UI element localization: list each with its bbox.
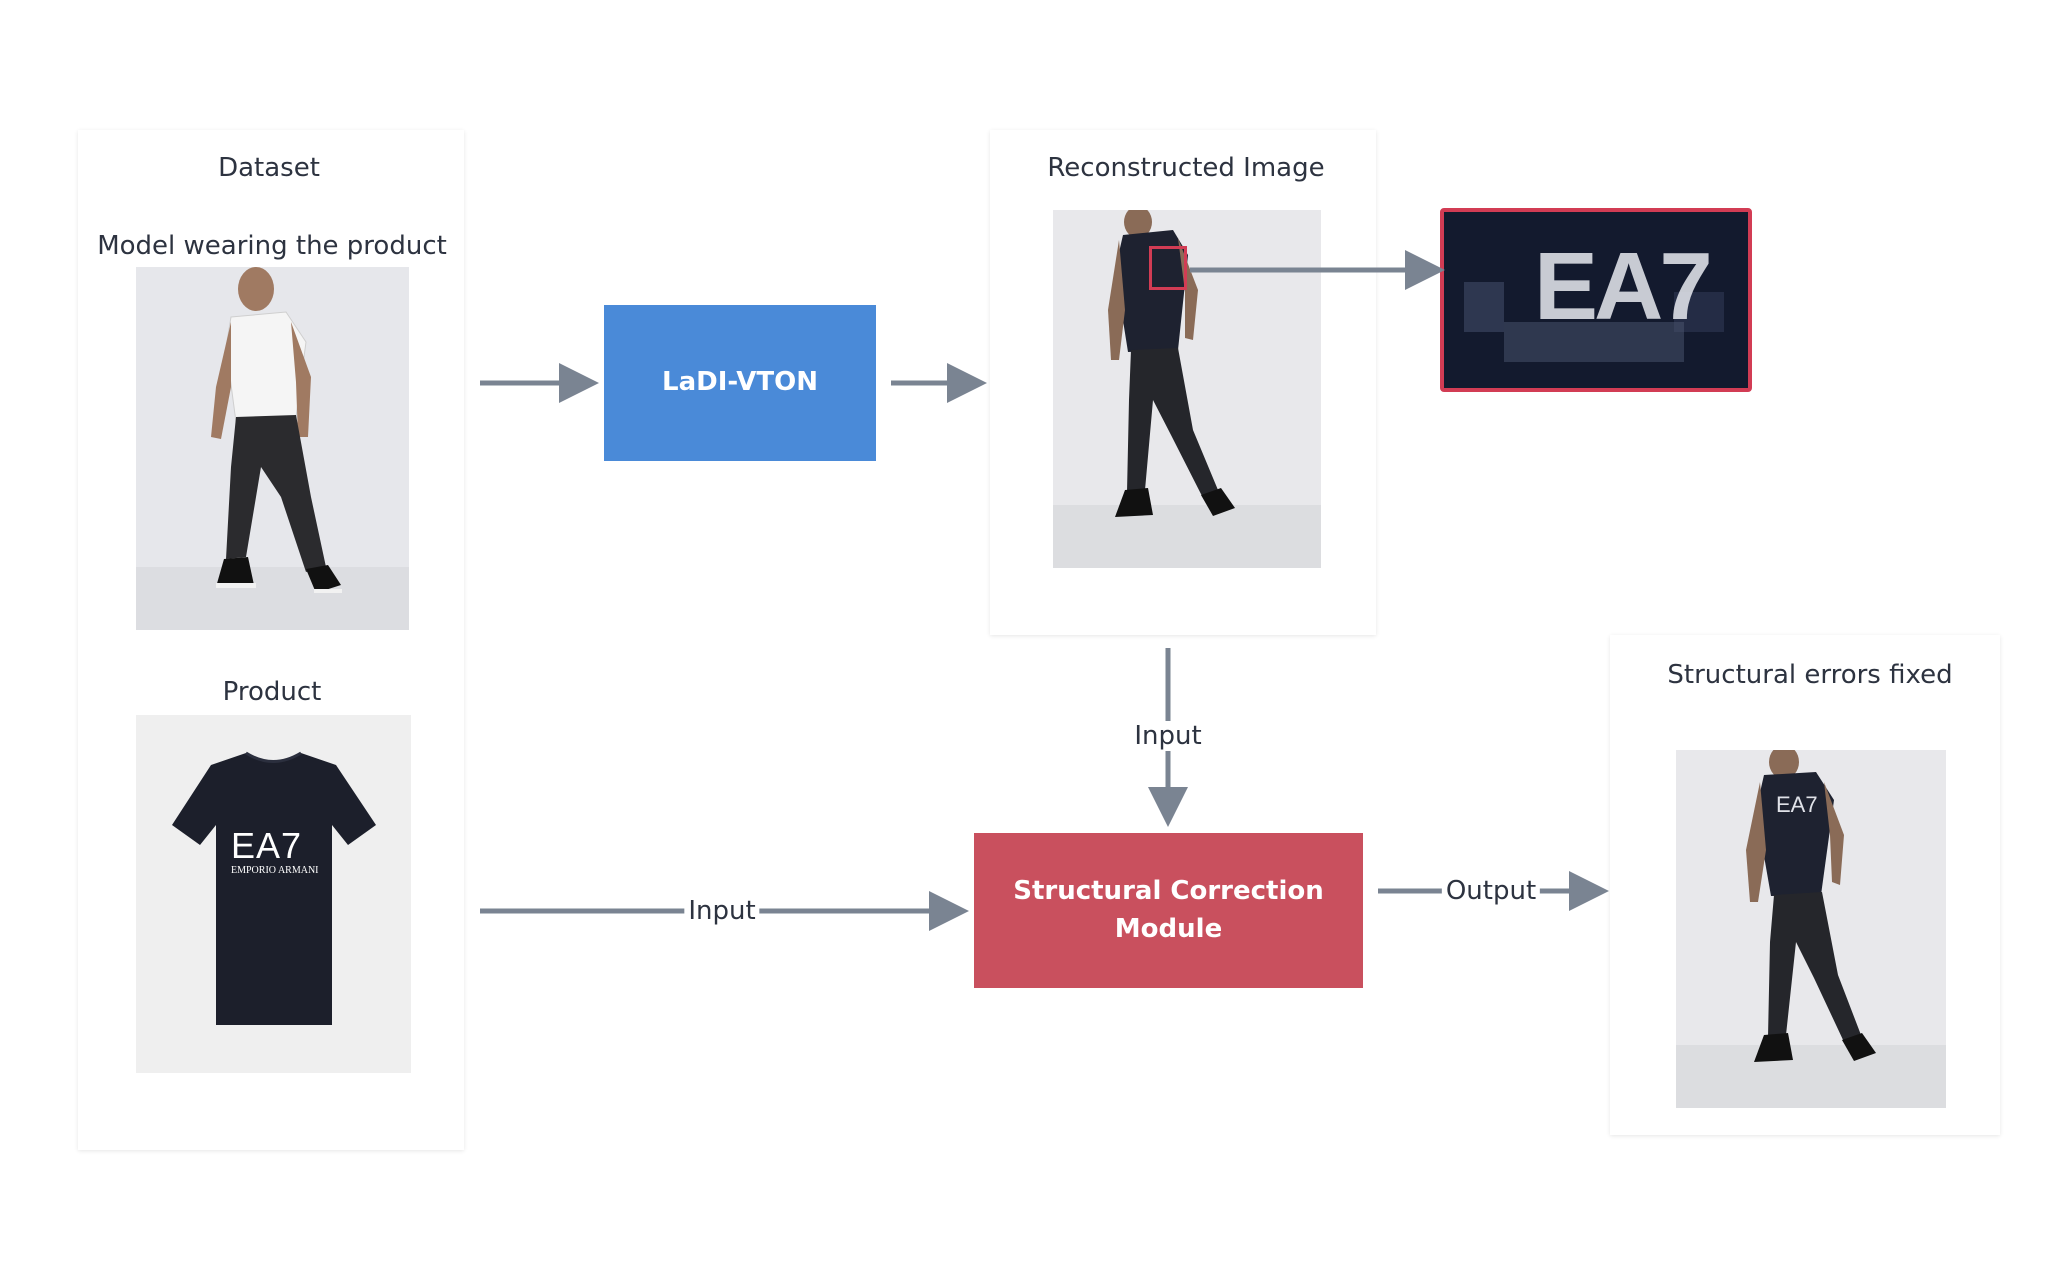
reconstructed-title: Reconstructed Image: [1047, 153, 1325, 183]
dataset-title: Dataset: [218, 153, 320, 183]
input-label-vertical: Input: [1130, 721, 1206, 751]
tshirt-logo: EA7: [231, 825, 303, 866]
structural-correction-box: Structural Correction Module: [974, 833, 1363, 988]
model-caption: Model wearing the product: [97, 231, 447, 261]
reconstructed-figure-image: [1053, 210, 1321, 568]
input-label-horizontal: Input: [684, 896, 760, 926]
model-figure-image: [136, 267, 409, 630]
tshirt-sublogo: EMPORIO ARMANI: [231, 865, 319, 876]
correction-label-line2: Module: [1114, 913, 1223, 944]
reconstructed-highlight: [1149, 246, 1187, 290]
reconstructed-photo: [1053, 210, 1321, 568]
fixed-photo: EA7: [1676, 750, 1946, 1108]
fixed-title: Structural errors fixed: [1667, 660, 1953, 690]
zoomed-artifact: EA7: [1440, 208, 1752, 392]
output-label: Output: [1441, 876, 1541, 906]
zoomed-logo: EA7: [1534, 233, 1713, 340]
model-photo: [136, 267, 409, 630]
zoomed-texture: [1444, 212, 1748, 388]
product-photo: EA7 EMPORIO ARMANI: [136, 715, 411, 1073]
fixed-figure-image: [1676, 750, 1946, 1108]
tshirt-image: [136, 715, 411, 1073]
correction-label-line1: Structural Correction: [1013, 875, 1324, 906]
ladi-vton-box: LaDI-VTON: [604, 305, 876, 461]
fixed-shirt-logo: EA7: [1776, 792, 1818, 817]
product-caption: Product: [222, 677, 322, 707]
